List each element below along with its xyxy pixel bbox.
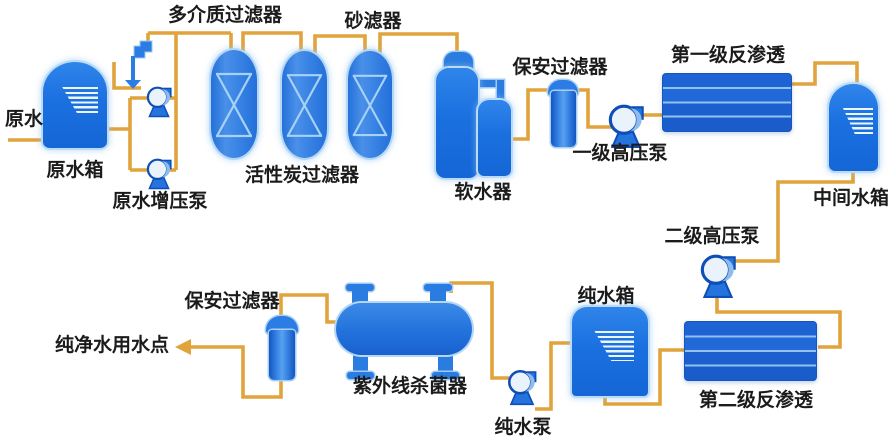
ro-stage-1-unit: [662, 73, 792, 132]
uv-chamber: [336, 303, 472, 355]
softener-brine-tank: [478, 100, 511, 176]
label-raw-water-tank: 原水箱: [46, 160, 104, 181]
label-raw-water-booster-pump: 原水增压泵: [112, 191, 208, 212]
label-intermediate-tank: 中间水箱: [812, 188, 888, 209]
hp-pump-2-icon: [700, 254, 736, 298]
water-level-icon: [842, 108, 873, 136]
hp-pump-1-icon: [608, 104, 644, 148]
softener-connector-pipe: [466, 80, 504, 87]
flow-arrow-icon: [175, 339, 191, 355]
raw-water-tank: [43, 62, 107, 148]
label-uv-sterilizer: 紫外线杀菌器: [352, 376, 467, 397]
label-activated-carbon-filter: 活性炭过滤器: [244, 165, 359, 186]
label-pure-water-pump: 纯水泵: [494, 417, 552, 438]
sand-filter-vessel: [348, 51, 392, 158]
pure-water-tank: [572, 307, 648, 396]
label-water-softener: 软水器: [454, 182, 512, 203]
water-level-icon: [62, 87, 98, 114]
water-level-icon: [594, 331, 634, 361]
level-switch-icon: [125, 40, 153, 89]
softener-connector-pipe-down: [497, 80, 504, 106]
label-pure-water-outlet: 纯净水用水点: [54, 335, 169, 356]
label-hp-pump-1: 一级高压泵: [572, 143, 668, 164]
intermediate-tank: [829, 84, 878, 171]
label-hp-pump-2: 二级高压泵: [664, 226, 760, 247]
label-security-filter-1: 保安过滤器: [512, 57, 608, 78]
label-ro-stage-1: 第一级反渗透: [670, 45, 785, 66]
carbon-filter-vessel: [282, 51, 327, 158]
security-filter-2-vessel: [264, 314, 300, 384]
uv-sterilizer-unit: [336, 284, 476, 384]
softener-tall-vessel: [436, 68, 478, 178]
pure-water-pump-icon: [508, 369, 537, 406]
label-raw-water: 原水: [4, 109, 43, 130]
multi-media-filter-vessel: [211, 50, 257, 158]
water-softener-unit: [432, 50, 516, 180]
booster-pump-2-icon: [146, 158, 172, 190]
booster-pump-1-icon: [146, 86, 172, 118]
label-multi-media-filter: 多介质过滤器: [167, 5, 282, 26]
label-sand-filter: 砂滤器: [344, 11, 402, 32]
label-security-filter-2: 保安过滤器: [184, 291, 280, 312]
security-filter-1-vessel: [546, 78, 580, 150]
label-ro-stage-2: 第二级反渗透: [698, 390, 813, 411]
label-pure-water-tank: 纯水箱: [577, 286, 635, 307]
ro-stage-2-unit: [684, 321, 817, 381]
